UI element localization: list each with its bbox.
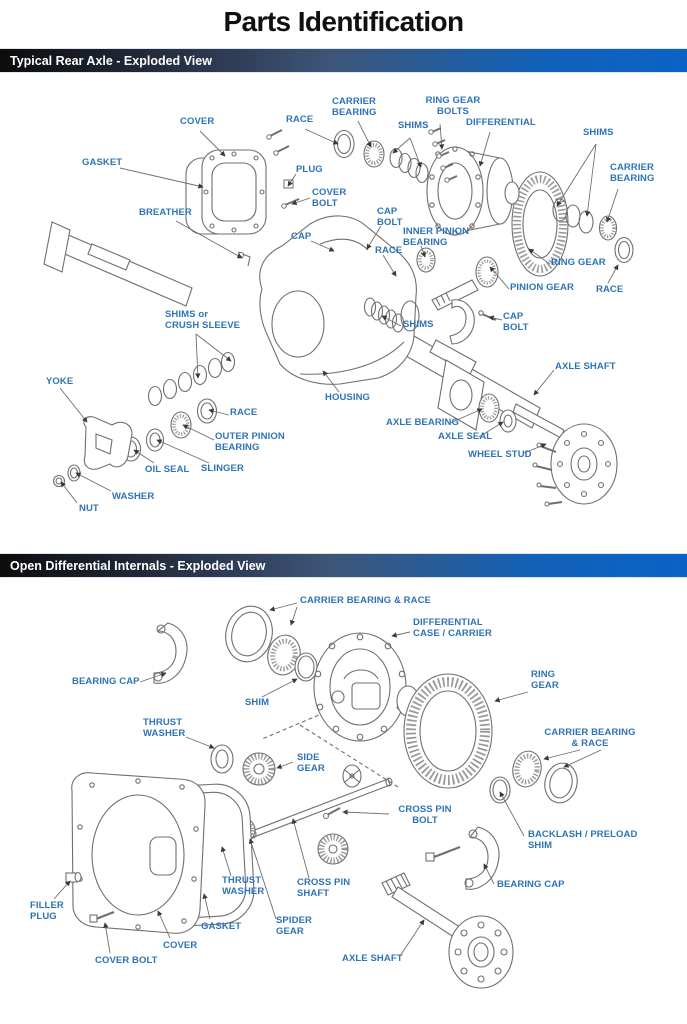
part-label-wheel-stud: WHEEL STUD — [468, 449, 532, 460]
cover-bolts-art — [266, 129, 300, 209]
part-label-carrier-bearing-race: CARRIER BEARING & RACE — [300, 595, 431, 606]
part-label-pinion-gear: PINION GEAR — [510, 282, 574, 293]
differential-case-art — [313, 632, 420, 742]
part-label-nut: NUT — [79, 503, 99, 514]
part-label-cover-bolt: COVER BOLT — [312, 187, 347, 209]
part-label-spider-gear: SPIDER GEAR — [276, 915, 312, 937]
part-label-shims-center: SHIMS — [403, 319, 434, 330]
part-label-side-gear: SIDE GEAR — [297, 752, 325, 774]
part-label-ring-gear-2: RING GEAR — [531, 669, 559, 691]
part-label-ring-gear-bolts: RING GEAR BOLTS — [425, 95, 481, 117]
lower-bearing-cap-art — [449, 299, 497, 345]
part-label-race-3: RACE — [596, 284, 624, 295]
right-shims-bearing-art — [552, 198, 634, 264]
part-label-yoke: YOKE — [46, 376, 74, 387]
section-header-differential: Open Differential Internals - Exploded V… — [0, 553, 687, 578]
rear-axle-art — [43, 120, 634, 507]
bearing-cap-right-art — [425, 826, 500, 890]
part-label-carrier-bearing-2: CARRIER BEARING — [610, 162, 655, 184]
part-label-race: RACE — [286, 114, 314, 125]
part-label-filler-plug: FILLER PLUG — [30, 900, 64, 922]
part-label-inner-pinion-bearing: INNER PINION BEARING — [403, 226, 470, 248]
part-label-gasket-2: GASKET — [201, 921, 242, 932]
part-label-cover-bolt-2: COVER BOLT — [95, 955, 158, 966]
leader-lines-s1 — [59, 120, 619, 504]
axle-shaft-2-art — [381, 872, 514, 989]
part-label-shims-right: SHIMS — [583, 127, 614, 138]
part-label-ring-gear: RING GEAR — [551, 257, 606, 268]
part-label-carrier-bearing: CARRIER BEARING — [332, 96, 377, 118]
carrier-bearing-race-right-art — [489, 750, 578, 804]
part-label-bearing-cap-left: BEARING CAP — [72, 676, 140, 687]
housing-art — [43, 215, 541, 429]
part-label-washer: WASHER — [112, 491, 155, 502]
part-label-axle-bearing: AXLE BEARING — [386, 417, 459, 428]
bearing-cap-left-art — [153, 622, 188, 684]
part-label-thrust-washer-lower: THRUST WASHER — [222, 875, 265, 897]
cover-hardware-art — [65, 871, 115, 923]
part-label-cross-pin-shaft: CROSS PIN SHAFT — [297, 877, 351, 899]
part-label-gasket: GASKET — [82, 157, 123, 168]
rear-axle-diagram: COVER GASKET RACE CARRIER BEARING SHIMS … — [0, 74, 687, 552]
part-label-backlash-preload-shim: BACKLASH / PRELOAD SHIM — [528, 829, 638, 851]
part-label-axle-shaft: AXLE SHAFT — [555, 361, 616, 372]
part-label-shims-crush-sleeve: SHIMS or CRUSH SLEEVE — [165, 309, 241, 331]
part-label-cross-pin-bolt: CROSS PIN BOLT — [398, 804, 452, 826]
carrier-bearing-race-top-art — [225, 605, 318, 682]
part-label-breather: BREATHER — [139, 207, 192, 218]
part-label-race-4: RACE — [230, 407, 258, 418]
part-label-race-2: RACE — [375, 245, 403, 256]
ring-gear-art — [511, 171, 569, 277]
differential-art — [426, 146, 520, 236]
part-label-cover: COVER — [180, 116, 215, 127]
part-label-cap-bolt-upper: CAP BOLT — [377, 206, 403, 228]
part-label-cap: CAP — [291, 231, 312, 242]
part-label-housing: HOUSING — [325, 392, 371, 403]
part-label-carrier-bearing-race-right: CARRIER BEARING & RACE — [544, 727, 636, 749]
part-label-differential-case-carrier: DIFFERENTIAL CASE / CARRIER — [413, 617, 492, 639]
part-label-thrust-washer-upper: THRUST WASHER — [143, 717, 186, 739]
ring-gear-bolts-art — [428, 127, 458, 183]
part-label-differential: DIFFERENTIAL — [466, 117, 536, 128]
part-label-oil-seal: OIL SEAL — [145, 464, 190, 475]
open-differential-art — [53, 602, 602, 989]
open-differential-diagram: CARRIER BEARING & RACE BEARING CAP DIFFE… — [0, 579, 687, 1024]
part-label-axle-shaft-2: AXLE SHAFT — [342, 953, 403, 964]
part-label-shim: SHIM — [245, 697, 270, 708]
section-header-rear-axle: Typical Rear Axle - Exploded View — [0, 48, 687, 73]
part-label-axle-seal: AXLE SEAL — [438, 431, 493, 442]
pinion-front-stack-art — [333, 129, 429, 184]
part-label-shims-left: SHIMS — [398, 120, 429, 131]
part-label-slinger: SLINGER — [201, 463, 244, 474]
part-label-outer-pinion-bearing: OUTER PINION BEARING — [215, 431, 285, 453]
cover-gasket-art — [185, 149, 267, 235]
part-label-bearing-cap-right: BEARING CAP — [497, 879, 565, 890]
part-label-cover-2: COVER — [163, 940, 198, 951]
ring-gear-2-art — [403, 673, 493, 789]
leader-lines-s2 — [53, 602, 602, 957]
cover-2-art — [71, 772, 255, 934]
part-label-cap-bolt-lower: CAP BOLT — [503, 311, 529, 333]
part-label-plug: PLUG — [296, 164, 323, 175]
yoke-parts-art — [52, 351, 236, 488]
page-title: Parts Identification — [223, 6, 464, 37]
